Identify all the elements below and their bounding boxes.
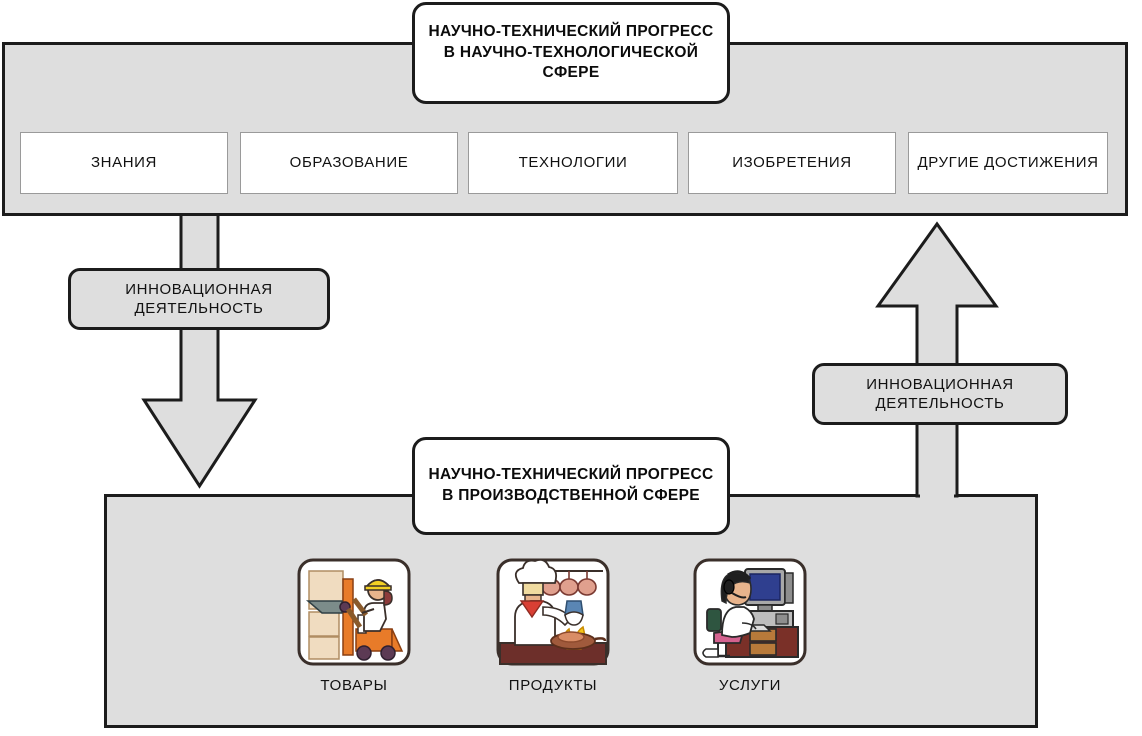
chef-cooking-icon — [495, 557, 611, 667]
innovation-activity-label-up: ИННОВАЦИОННАЯ ДЕЯТЕЛЬНОСТЬ — [812, 363, 1068, 425]
call-center-operator-icon — [692, 557, 808, 667]
bottom-title-box: НАУЧНО-ТЕХНИЧЕСКИЙ ПРОГРЕСС В ПРОИЗВОДСТ… — [412, 437, 730, 535]
innovation-activity-label-down: ИННОВАЦИОННАЯ ДЕЯТЕЛЬНОСТЬ — [68, 268, 330, 330]
bottom-item-products-label: ПРОДУКТЫ — [508, 677, 598, 694]
top-item-knowledge[interactable]: ЗНАНИЯ — [20, 132, 228, 194]
top-item-technologies[interactable]: ТЕХНОЛОГИИ — [468, 132, 678, 194]
innovation-up-arrow — [875, 221, 999, 498]
top-item-inventions[interactable]: ИЗОБРЕТЕНИЯ — [688, 132, 896, 194]
top-item-other-achievements[interactable]: ДРУГИЕ ДОСТИЖЕНИЯ — [908, 132, 1108, 194]
bottom-item-goods[interactable]: ТОВАРЫ — [290, 557, 418, 694]
forklift-worker-icon — [296, 557, 412, 667]
bottom-item-goods-label: ТОВАРЫ — [320, 677, 388, 694]
innovation-down-arrow — [141, 212, 258, 489]
bottom-item-products[interactable]: ПРОДУКТЫ — [489, 557, 617, 694]
up-arrow-panel-join — [920, 492, 954, 504]
top-title-box: НАУЧНО-ТЕХНИЧЕСКИЙ ПРОГРЕСС В НАУЧНО-ТЕХ… — [412, 2, 730, 104]
bottom-item-services-label: УСЛУГИ — [718, 677, 782, 694]
bottom-item-services[interactable]: УСЛУГИ — [686, 557, 814, 694]
top-item-education[interactable]: ОБРАЗОВАНИЕ — [240, 132, 458, 194]
